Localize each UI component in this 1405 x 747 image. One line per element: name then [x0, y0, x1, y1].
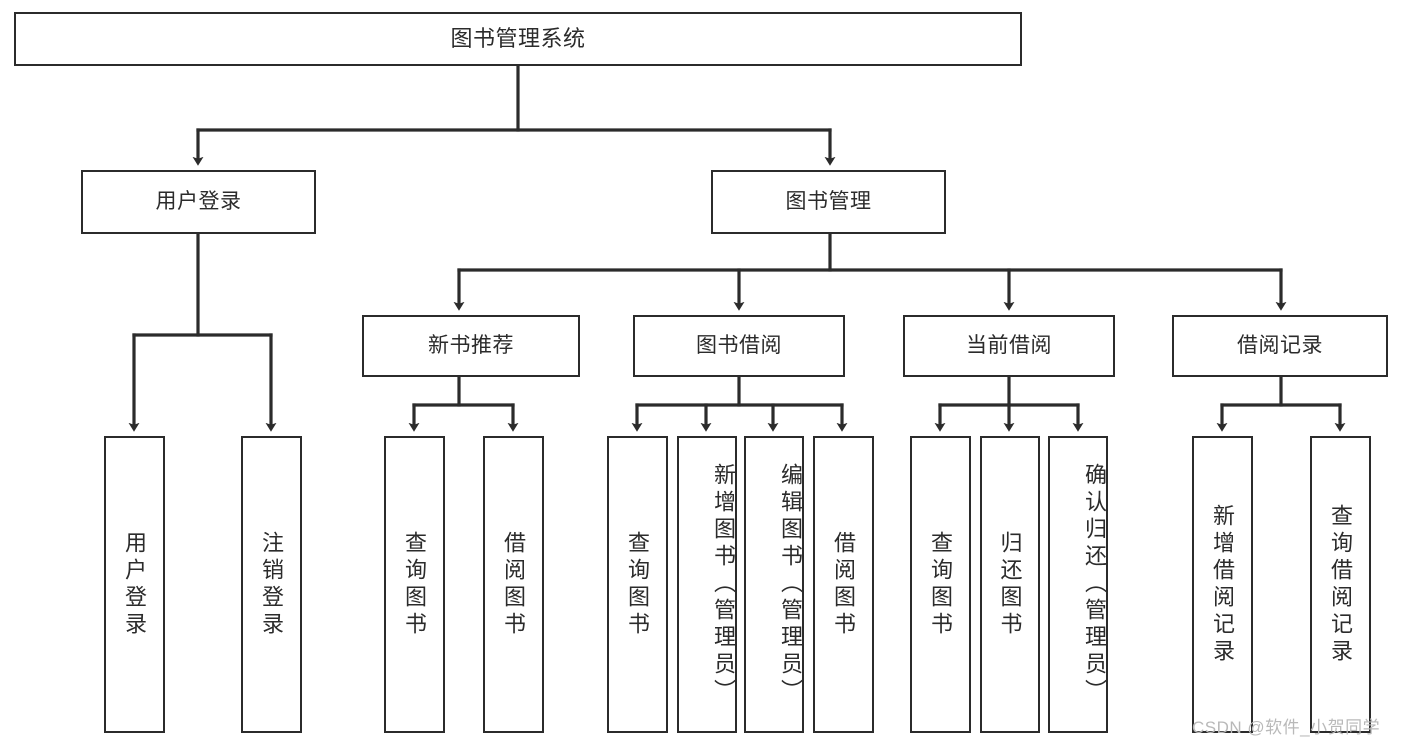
node-label: 图书管理系统: [450, 25, 586, 51]
node-label: 借阅图书: [501, 530, 527, 639]
node-label: 当前借阅: [966, 334, 1052, 358]
node-label: 借阅图书: [831, 530, 857, 639]
node-label: 确认归还（管理员）: [1082, 463, 1107, 706]
node-label: 新书推荐: [428, 334, 514, 358]
node-borrow-record[interactable]: 借阅记录: [1172, 315, 1388, 377]
node-root-book-management-system[interactable]: 图书管理系统: [14, 12, 1022, 66]
leaf-query-book-borrow[interactable]: 查询图书: [607, 436, 668, 733]
leaf-edit-book-admin[interactable]: 编辑图书（管理员）: [744, 436, 804, 733]
leaf-user-login[interactable]: 用户登录: [104, 436, 165, 733]
leaf-borrow-book[interactable]: 借阅图书: [813, 436, 874, 733]
leaf-confirm-return-admin[interactable]: 确认归还（管理员）: [1048, 436, 1108, 733]
node-label: 查询借阅记录: [1328, 503, 1354, 666]
node-label: 新增图书（管理员）: [711, 463, 736, 706]
node-user-login[interactable]: 用户登录: [81, 170, 316, 234]
node-label: 借阅记录: [1237, 334, 1323, 358]
node-label: 图书管理: [785, 190, 872, 214]
leaf-query-book-recommend[interactable]: 查询图书: [384, 436, 445, 733]
node-label: 查询图书: [402, 530, 428, 639]
node-label: 查询图书: [928, 530, 954, 639]
node-book-management[interactable]: 图书管理: [711, 170, 946, 234]
node-new-book-recommend[interactable]: 新书推荐: [362, 315, 580, 377]
node-label: 查询图书: [625, 530, 651, 639]
node-label: 图书借阅: [696, 334, 782, 358]
node-label: 用户登录: [155, 190, 242, 214]
leaf-query-borrow-record[interactable]: 查询借阅记录: [1310, 436, 1371, 733]
node-label: 用户登录: [122, 530, 148, 639]
node-label: 注销登录: [259, 530, 285, 639]
leaf-borrow-book-recommend[interactable]: 借阅图书: [483, 436, 544, 733]
node-label: 归还图书: [997, 530, 1023, 639]
leaf-logout-login[interactable]: 注销登录: [241, 436, 302, 733]
node-label: 新增借阅记录: [1210, 503, 1236, 666]
leaf-add-borrow-record[interactable]: 新增借阅记录: [1192, 436, 1253, 733]
csdn-watermark: CSDN @软件_小贺同学: [1192, 718, 1381, 737]
leaf-query-book-current[interactable]: 查询图书: [910, 436, 971, 733]
leaf-add-book-admin[interactable]: 新增图书（管理员）: [677, 436, 737, 733]
leaf-return-book[interactable]: 归还图书: [980, 436, 1040, 733]
node-label: 编辑图书（管理员）: [778, 463, 803, 706]
node-current-borrow[interactable]: 当前借阅: [903, 315, 1115, 377]
node-book-borrow[interactable]: 图书借阅: [633, 315, 845, 377]
